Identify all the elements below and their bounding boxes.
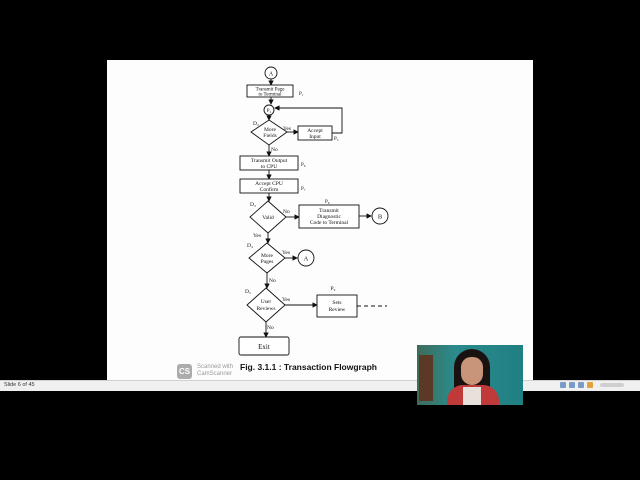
normal-view-icon[interactable] (560, 382, 566, 388)
accept-cpu-line1: Accept CPU (255, 181, 283, 187)
presenter-face (461, 357, 483, 385)
more-pages-id: D₄ (247, 243, 253, 249)
transmit-page-line2: to Terminal (258, 93, 282, 98)
valid-no-label: No (283, 209, 290, 215)
connector-a-right-label: A (304, 256, 309, 263)
more-fields-id: D₂ (253, 121, 259, 127)
connector-b-label: B (378, 214, 383, 221)
sets-review-tag: P₉ (331, 286, 336, 292)
pages-yes-label: Yes (282, 250, 290, 256)
valid-id: D₃ (250, 202, 256, 208)
connector-a-right (297, 249, 315, 267)
fields-yes-label: Yes (283, 126, 291, 132)
accept-input-line1: Accept (307, 128, 323, 134)
transaction-flowgraph: A Transmit Page to Terminal P₁ P₂ D₂ Mor… (238, 66, 389, 356)
slideshow-icon[interactable] (587, 382, 593, 388)
more-fields-line2: Fields (263, 133, 276, 139)
view-buttons[interactable] (560, 382, 593, 388)
transmit-diagnostic-box (298, 204, 360, 229)
webcam-door (419, 355, 433, 401)
accept-input-line2: Input (309, 134, 321, 140)
camscanner-logo: CS (177, 364, 192, 379)
more-pages-line2: Pages (261, 259, 274, 265)
exit-label: Exit (258, 343, 270, 351)
valid-yes-label: Yes (253, 233, 261, 239)
slide-canvas: A Transmit Page to Terminal P₁ P₂ D₂ Mor… (107, 60, 533, 380)
more-pages-line1: More (261, 253, 273, 259)
sets-review-line2: Review (329, 307, 346, 313)
zoom-slider[interactable] (600, 383, 624, 387)
camscanner-line1: Scanned with (197, 364, 234, 370)
transmit-diagnostic-tag: P₈ (325, 200, 330, 205)
presenter-shirt (463, 387, 481, 405)
reviews-no-label: No (267, 325, 274, 331)
figure-caption: Fig. 3.1.1 : Transaction Flowgraph (240, 362, 377, 372)
slide-counter: Slide 6 of 45 (4, 382, 35, 388)
connector-a-top-label: A (269, 72, 274, 78)
slide-sorter-icon[interactable] (569, 382, 575, 388)
user-reviews-line2: Reviews (257, 306, 276, 312)
camscanner-watermark: CS Scanned with CamScanner (177, 364, 247, 380)
transmit-output-line2: to CPU (261, 164, 277, 170)
status-bar: Slide 6 of 45 (0, 380, 640, 391)
exit-box (238, 336, 290, 356)
transmit-output-tag: P₆ (301, 163, 306, 168)
sets-review-box (316, 294, 358, 318)
webcam-overlay (417, 345, 523, 405)
camscanner-line2: CamScanner (197, 371, 233, 377)
accept-cpu-line2: Confirm (260, 186, 279, 193)
pages-no-label: No (269, 278, 276, 284)
accept-input-tag: P₃ (334, 137, 339, 142)
user-reviews-line1: User (261, 299, 272, 305)
transmit-diagnostic-line2: Diagnostic (317, 214, 341, 220)
fields-no-label: No (271, 147, 278, 153)
transmit-output-line1: Transmit Output (251, 158, 288, 164)
connector-b (371, 207, 389, 225)
transmit-page-tag: P₁ (299, 92, 304, 97)
user-reviews-decision (246, 287, 286, 323)
loop-node-tag: P₂ (267, 109, 272, 114)
reviews-yes-label: Yes (282, 297, 290, 303)
accept-cpu-tag: P₇ (301, 187, 306, 192)
transmit-page-line1: Transmit Page (256, 88, 286, 93)
valid-label: Valid (262, 215, 274, 221)
more-fields-line1: More (264, 127, 276, 133)
transmit-diagnostic-line1: Transmit (319, 208, 339, 214)
transmit-diagnostic-line3: Code to Terminal (310, 220, 349, 226)
user-reviews-id: D₅ (245, 289, 251, 295)
sets-review-line1: Sets (332, 300, 341, 306)
transmit-page-box (246, 84, 294, 98)
reading-view-icon[interactable] (578, 382, 584, 388)
camscanner-text: Scanned with CamScanner (197, 364, 233, 378)
